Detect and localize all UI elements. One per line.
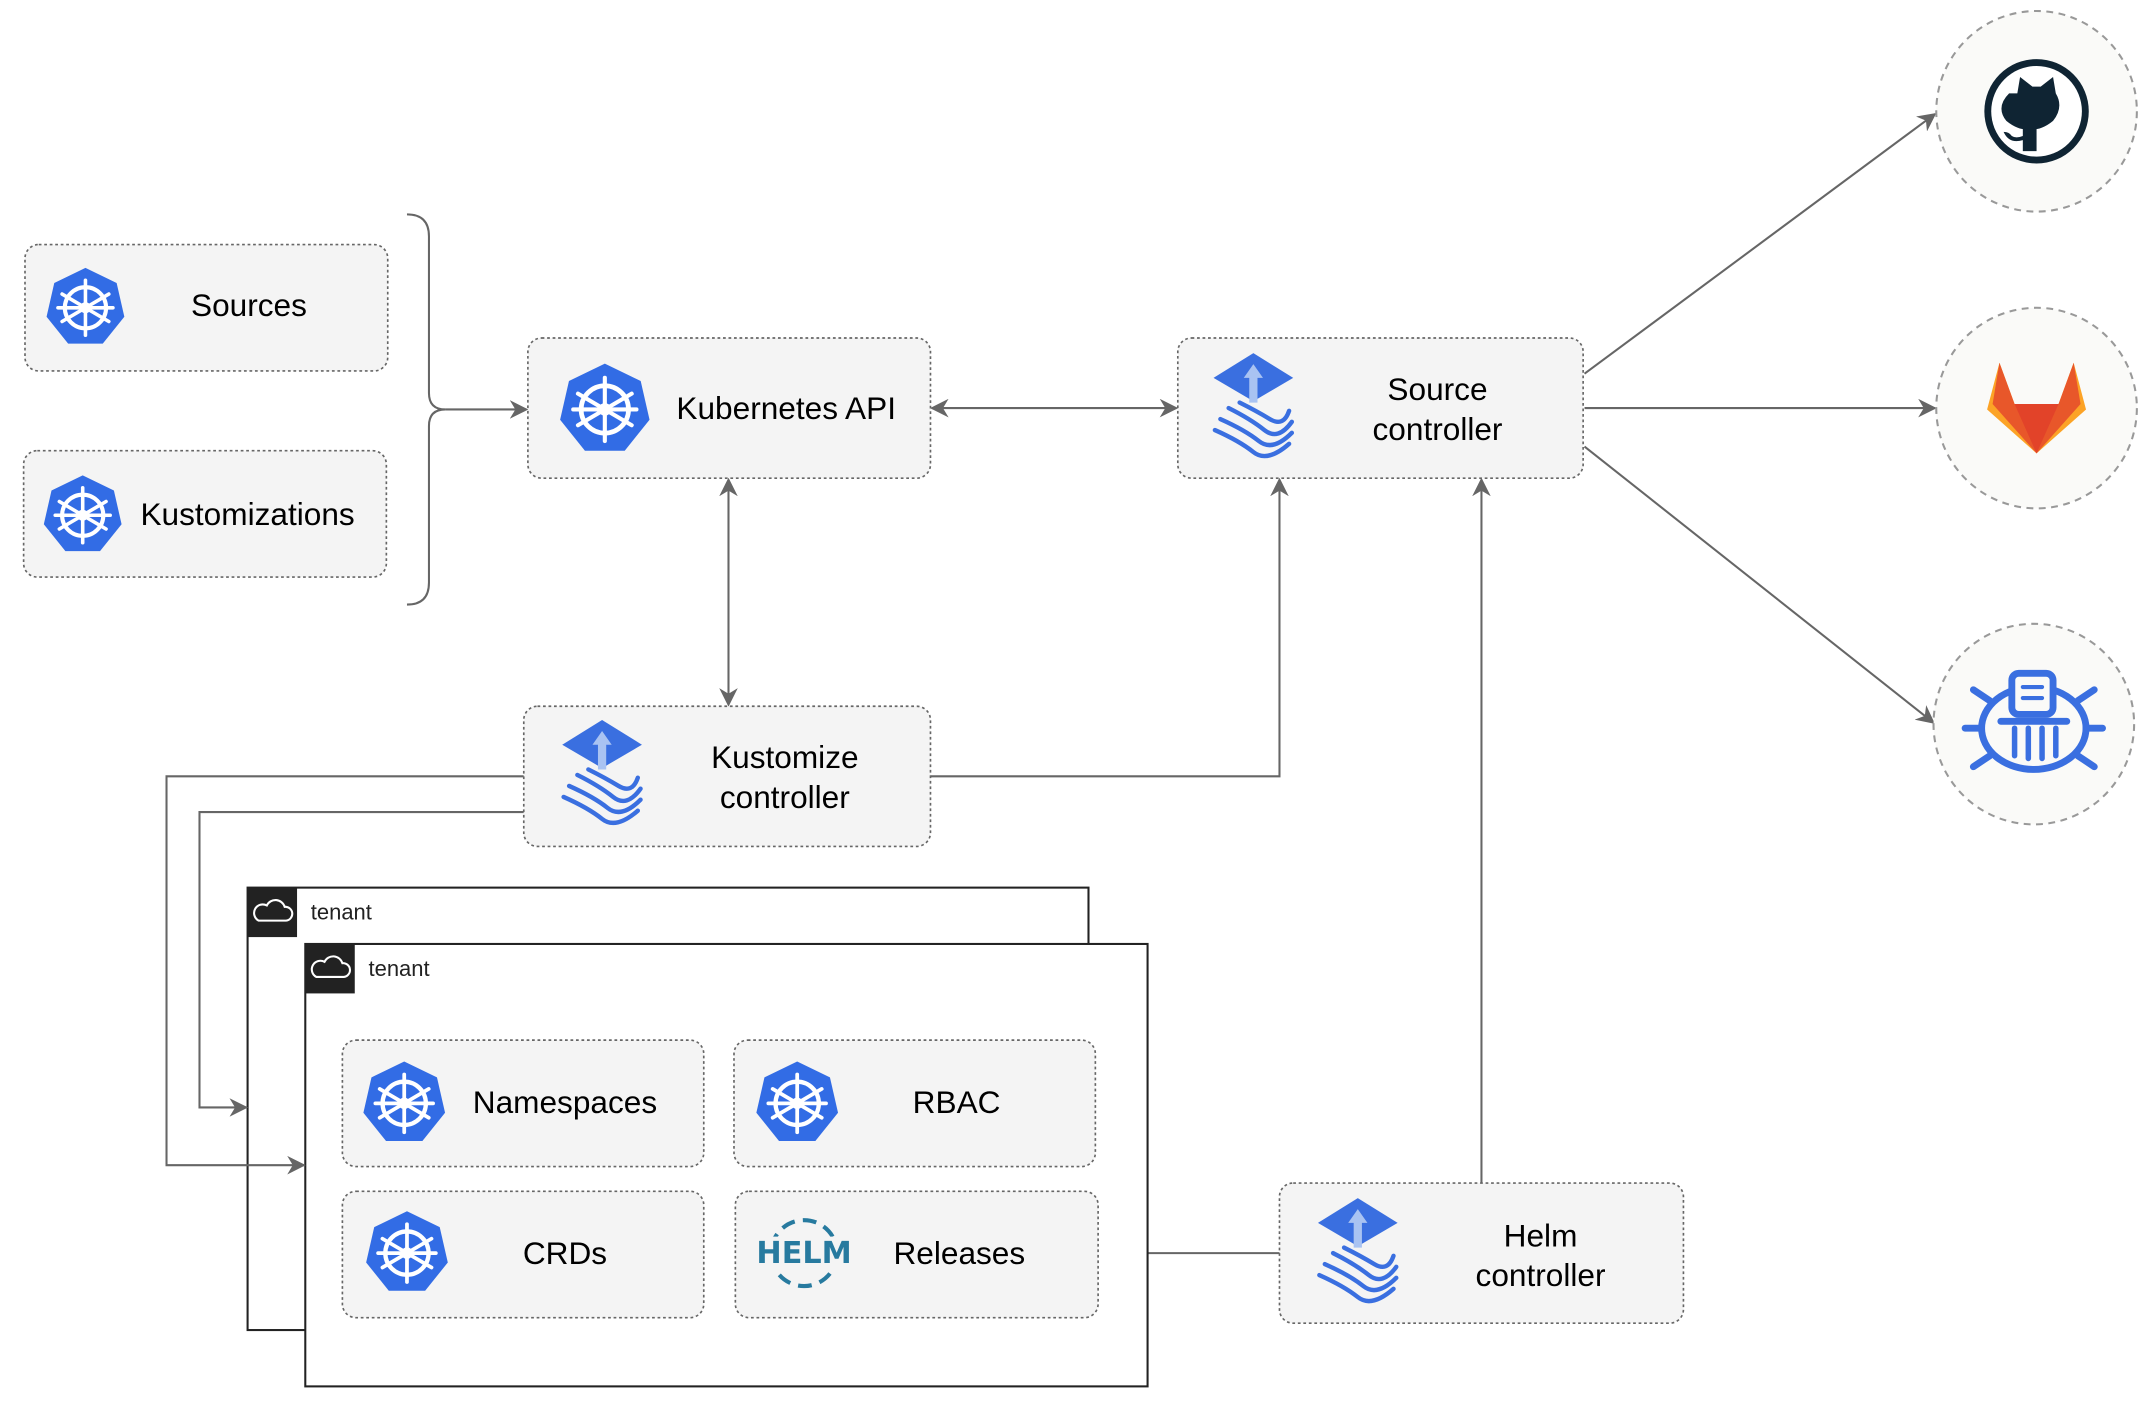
node-label: CRDs: [523, 1235, 607, 1271]
node-label: Source: [1387, 371, 1487, 407]
helm-icon: HELM: [756, 1218, 852, 1289]
node-label: Kustomize: [711, 739, 858, 775]
edge-source-to-registry: [1583, 445, 1935, 724]
edge-kustomize-to-tenant-back: [198, 811, 524, 1117]
node-label: controller: [720, 779, 850, 815]
github-icon: [1984, 59, 2089, 164]
cloud-icon: [246, 886, 299, 939]
github-source[interactable]: [1935, 9, 2138, 213]
node-kubernetes-api[interactable]: Kubernetes API: [527, 337, 932, 479]
svg-text:HELM: HELM: [756, 1236, 851, 1271]
tenant-label: tenant: [369, 956, 430, 981]
node-label: Releases: [893, 1235, 1025, 1271]
node-kustomize-controller[interactable]: Kustomize controller: [522, 705, 932, 848]
node-label: Kubernetes API: [676, 390, 896, 426]
node-source-controller[interactable]: Source controller: [1176, 337, 1584, 479]
node-crds[interactable]: CRDs: [341, 1190, 705, 1319]
edge-kustomize-to-tenant-front: [165, 775, 524, 1175]
node-label: Sources: [191, 287, 307, 323]
node-namespaces[interactable]: Namespaces: [341, 1039, 705, 1168]
node-label: controller: [1476, 1257, 1606, 1293]
edge-source-to-github: [1583, 112, 1937, 375]
node-label: Namespaces: [473, 1084, 657, 1120]
edge-kustomize-to-source: [930, 477, 1289, 778]
node-label: Helm: [1504, 1217, 1578, 1253]
node-label: Kustomizations: [140, 496, 354, 532]
cloud-icon: [304, 942, 356, 995]
registry-source[interactable]: [1932, 622, 2136, 826]
node-releases[interactable]: HELM Releases: [734, 1190, 1099, 1319]
node-sources[interactable]: Sources: [24, 243, 389, 372]
gitlab-icon: [1987, 362, 2087, 454]
node-label: controller: [1373, 411, 1503, 447]
node-kustomizations[interactable]: Kustomizations: [22, 449, 388, 578]
harbor-registry-icon: [1961, 669, 2106, 773]
node-label: RBAC: [913, 1084, 1001, 1120]
gitlab-source[interactable]: [1935, 306, 2138, 510]
node-helm-controller[interactable]: Helm controller: [1278, 1182, 1685, 1325]
brace: [406, 213, 446, 606]
node-rbac[interactable]: RBAC: [733, 1039, 1097, 1168]
tenant-label: tenant: [311, 900, 372, 925]
